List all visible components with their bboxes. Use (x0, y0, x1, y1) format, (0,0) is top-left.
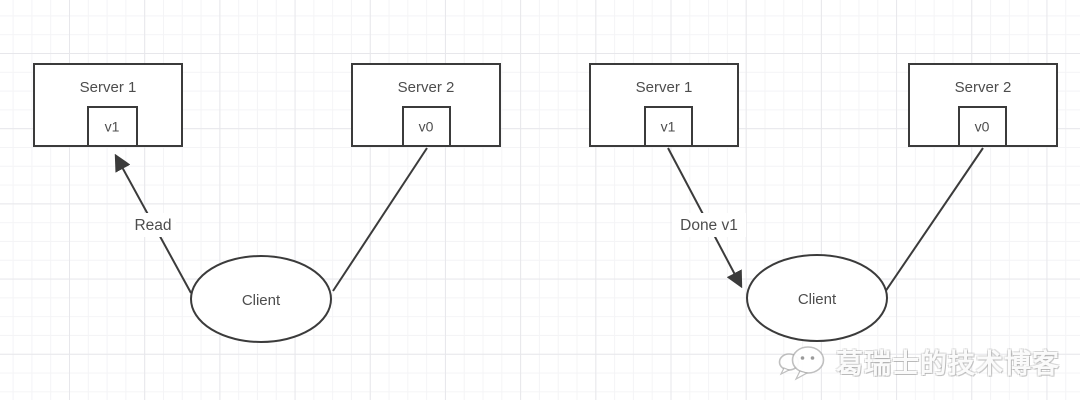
server2-value-right: v0 (975, 119, 990, 135)
scene-left: Server 1 v1 Server 2 v0 Client Read (33, 63, 501, 343)
server2-value-left: v0 (419, 119, 434, 135)
edge-client-server2-line-right (884, 147, 984, 293)
server1-label-left: Server 1 (80, 79, 137, 96)
client-ellipse-right (746, 254, 888, 342)
client-label-right: Client (798, 291, 837, 308)
server1-label-right: Server 1 (636, 79, 693, 96)
server1-value-box-left (87, 106, 138, 147)
edge-client-server2-line (332, 147, 428, 292)
server2-value-box-left (402, 106, 451, 147)
edge-label-bg-right (672, 213, 746, 237)
server2-value-box-right (958, 106, 1007, 147)
client-label-left: Client (242, 292, 281, 309)
server2-label-right: Server 2 (955, 79, 1012, 96)
server1-value-right: v1 (661, 119, 676, 135)
scene-right: Server 1 v1 Server 2 v0 Client Done v1 (589, 63, 1058, 342)
server1-value-box-right (644, 106, 693, 147)
server1-value-left: v1 (105, 119, 120, 135)
edge-label-bg-left (130, 213, 176, 237)
edge-label-left: Read (134, 217, 171, 234)
client-ellipse-left (190, 255, 332, 343)
server2-label-left: Server 2 (398, 79, 455, 96)
edge-label-right: Done v1 (680, 217, 738, 234)
